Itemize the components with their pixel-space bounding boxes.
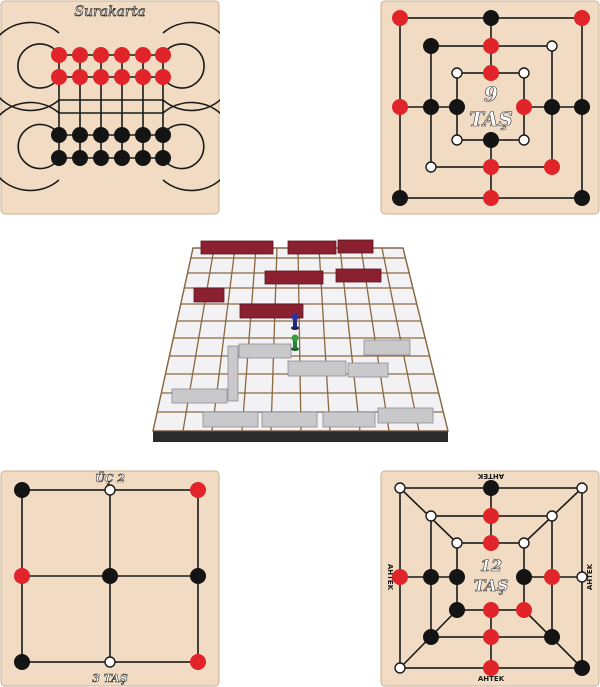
brand-label-left: AHTEK: [386, 564, 394, 591]
twelve-men-morris-board: 12 TAŞ AHTEK AHTEK AHTEK AHTEK: [380, 470, 600, 687]
surakarta-title: Surakarta: [74, 4, 145, 20]
nine-tas-word: TAŞ: [469, 107, 513, 131]
brand-label-bottom: AHTEK: [478, 675, 505, 683]
maze-board-3d: [148, 236, 453, 446]
maze-grey-walls: [171, 339, 434, 428]
nine-tas-pieces[interactable]: [392, 10, 590, 206]
uc-tas-top-label: ÜÇ 2: [95, 471, 125, 485]
twelve-tas-pieces[interactable]: [392, 480, 590, 676]
surakarta-black-pieces[interactable]: [51, 127, 171, 166]
twelve-tas-number: 12: [480, 556, 502, 575]
three-men-morris-board: ÜÇ 2 3 TAŞ: [0, 470, 220, 687]
nine-men-morris-board: 9 TAŞ: [380, 0, 600, 215]
maze-green-pawn-icon[interactable]: [291, 334, 299, 352]
maze-red-walls: [193, 239, 382, 319]
maze-board-side: [153, 431, 448, 442]
maze-blue-pawn-icon[interactable]: [291, 313, 299, 331]
brand-label-right: AHTEK: [586, 563, 594, 590]
surakarta-board: Surakarta: [0, 0, 220, 215]
twelve-tas-word: TAŞ: [474, 576, 509, 595]
brand-label-top: AHTEK: [477, 472, 504, 480]
nine-tas-number: 9: [484, 82, 498, 106]
uc-tas-pieces[interactable]: [14, 482, 206, 670]
surakarta-red-pieces[interactable]: [51, 47, 171, 85]
uc-tas-bottom-label: 3 TAŞ: [92, 672, 128, 685]
